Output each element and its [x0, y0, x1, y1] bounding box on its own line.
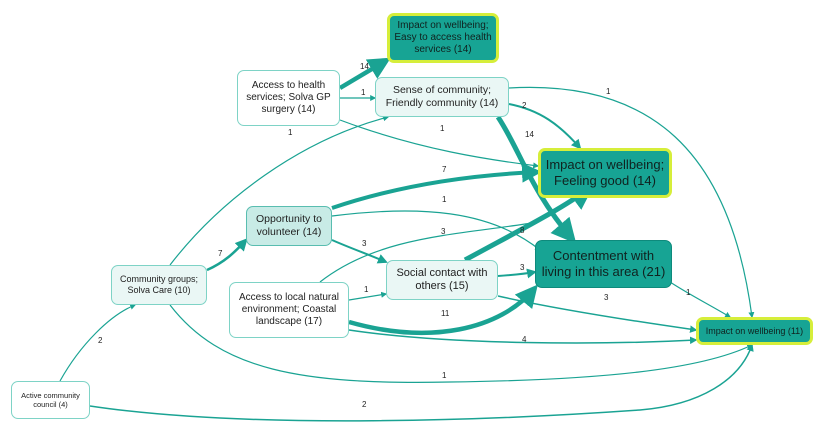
edge-sense_of_community-to-impact_feeling_good [508, 103, 582, 150]
edge-label-social_contact-to-impact_wellbeing: 3 [604, 293, 609, 302]
node-social-contact[interactable]: Social contact with others (15) [386, 260, 498, 300]
edge-label-opportunity_volunteer-to-social_contact: 3 [362, 239, 367, 248]
edge-sense_of_community-to-impact_wellbeing [508, 86, 755, 319]
node-impact-easy-access[interactable]: Impact on wellbeing; Easy to access heal… [387, 13, 499, 63]
node-contentment[interactable]: Contentment with living in this area (21… [535, 240, 672, 288]
node-access-local-env[interactable]: Access to local natural environment; Coa… [229, 282, 349, 338]
edge-label-sense_of_community-to-impact_feeling_good: 2 [522, 101, 527, 110]
edge-label-opportunity_volunteer-to-impact_feeling_good: 7 [442, 165, 447, 174]
edge-access_local_env-to-impact_wellbeing [348, 329, 698, 345]
edge-label-access_local_env-to-impact_feeling_good: 3 [441, 227, 446, 236]
node-impact-feeling-good[interactable]: Impact on wellbeing; Feeling good (14) [538, 148, 672, 198]
edge-access_health-to-impact_feeling_good [339, 119, 540, 169]
edge-opportunity_volunteer-to-contentment [331, 210, 541, 251]
node-opportunity-volunteer[interactable]: Opportunity to volunteer (14) [246, 206, 332, 246]
edge-label-social_contact-to-impact_feeling_good: 8 [520, 226, 525, 235]
edge-label-access_local_env-to-contentment: 11 [441, 309, 450, 318]
edge-label-access_health-to-impact_feeling_good: 1 [440, 124, 445, 133]
edge-social_contact-to-impact_wellbeing [497, 295, 698, 333]
node-active-council[interactable]: Active community council (4) [11, 381, 90, 419]
edge-active_council-to-community_groups [59, 304, 137, 382]
edge-label-access_local_env-to-impact_wellbeing: 4 [522, 335, 527, 344]
edge-label-community_groups-to-sense_of_community: 1 [288, 128, 293, 137]
edge-opportunity_volunteer-to-impact_feeling_good [331, 162, 542, 210]
edge-access_local_env-to-impact_feeling_good [319, 185, 591, 283]
edge-contentment-to-impact_wellbeing [669, 281, 732, 318]
node-community-groups[interactable]: Community groups; Solva Care (10) [111, 265, 207, 305]
edge-label-opportunity_volunteer-to-contentment: 1 [442, 195, 447, 204]
node-sense-of-community[interactable]: Sense of community; Friendly community (… [375, 77, 509, 117]
edge-label-community_groups-to-opportunity_volunteer: 7 [218, 249, 223, 258]
edge-community_groups-to-impact_wellbeing [169, 304, 754, 383]
edge-opportunity_volunteer-to-social_contact [331, 239, 388, 264]
edge-label-contentment-to-impact_wellbeing: 1 [686, 288, 691, 297]
edge-active_council-to-impact_wellbeing [89, 343, 754, 422]
edge-community_groups-to-opportunity_volunteer [206, 238, 248, 272]
edge-label-active_council-to-impact_wellbeing: 2 [362, 400, 367, 409]
edge-access_local_env-to-social_contact [348, 291, 388, 301]
node-access-health[interactable]: Access to health services; Solva GP surg… [237, 70, 340, 126]
edge-label-access_local_env-to-social_contact: 1 [364, 285, 369, 294]
edge-label-community_groups-to-impact_wellbeing: 1 [442, 371, 447, 380]
node-impact-wellbeing[interactable]: Impact on wellbeing (11) [696, 317, 813, 345]
edge-community_groups-to-sense_of_community [169, 115, 390, 266]
edge-label-sense_of_community-to-impact_wellbeing: 1 [606, 87, 611, 96]
edge-access_local_env-to-contentment [348, 284, 538, 335]
edge-label-access_health-to-impact_easy_access: 14 [360, 62, 369, 71]
edge-access_health-to-impact_easy_access [338, 57, 391, 90]
edge-label-sense_of_community-to-contentment: 14 [525, 130, 534, 139]
edge-social_contact-to-contentment [497, 268, 537, 279]
edge-label-active_council-to-community_groups: 2 [98, 336, 103, 345]
edge-label-social_contact-to-contentment: 3 [520, 263, 525, 272]
edge-label-access_health-to-sense_of_community: 1 [361, 88, 366, 97]
